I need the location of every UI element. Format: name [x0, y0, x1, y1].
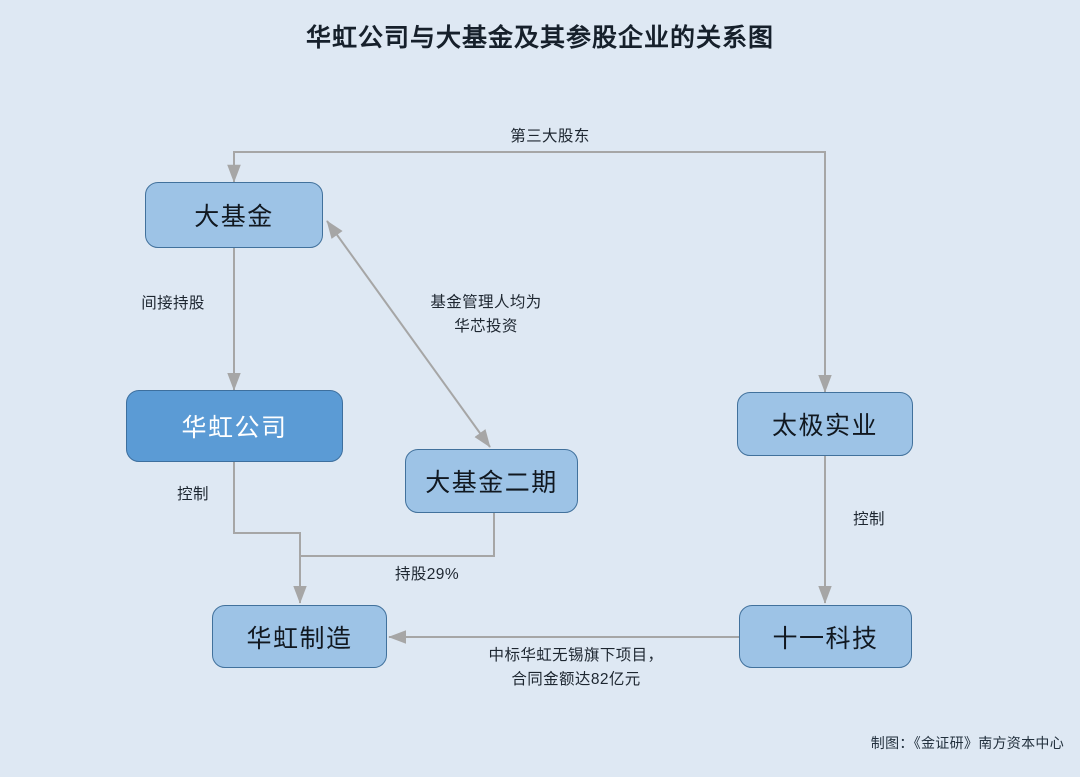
node-taiji-industry[interactable]: 太极实业	[737, 392, 913, 456]
edge-label-control-huahong: 控制	[177, 486, 209, 503]
node-huahong-manufacturing[interactable]: 华虹制造	[212, 605, 387, 668]
edge-label-hold-29: 持股29%	[394, 566, 460, 583]
node-huahong-manufacturing-label: 华虹制造	[246, 624, 353, 653]
node-huahong-company[interactable]: 华虹公司	[126, 390, 343, 462]
page-title: 华虹公司与大基金及其参股企业的关系图	[305, 24, 774, 52]
node-dajijin-phase2-label: 大基金二期	[425, 469, 558, 497]
node-dajijin[interactable]: 大基金	[145, 182, 323, 248]
connector-dajijin-to-dajijin2	[326, 220, 491, 448]
node-dajijin-label: 大基金	[194, 203, 274, 231]
connector-huahong-to-huahongzao	[233, 462, 307, 604]
node-dajijin-phase2[interactable]: 大基金二期	[405, 449, 578, 513]
edge-label-indirect-holding: 间接持股	[141, 295, 205, 312]
edge-label-third-shareholder: 第三大股东	[510, 128, 590, 145]
connector-dajijin2-to-huahongzao	[300, 513, 495, 557]
credit-note: 制图：《金证研》南方资本中心	[870, 735, 1064, 751]
node-taiji-industry-label: 太极实业	[771, 412, 878, 440]
edge-label-same-fund-manager: 基金管理人均为 华芯投资	[430, 294, 542, 336]
node-huahong-company-label: 华虹公司	[181, 414, 288, 442]
connector-taiji-to-dajijin	[227, 151, 832, 393]
node-shiyi-technology[interactable]: 十一科技	[739, 605, 912, 668]
edge-label-bid-project: 中标华虹无锡旗下项目， 合同金额达82亿元	[488, 647, 664, 689]
edge-label-control-shiyi: 控制	[853, 511, 885, 528]
node-shiyi-technology-label: 十一科技	[772, 624, 879, 653]
